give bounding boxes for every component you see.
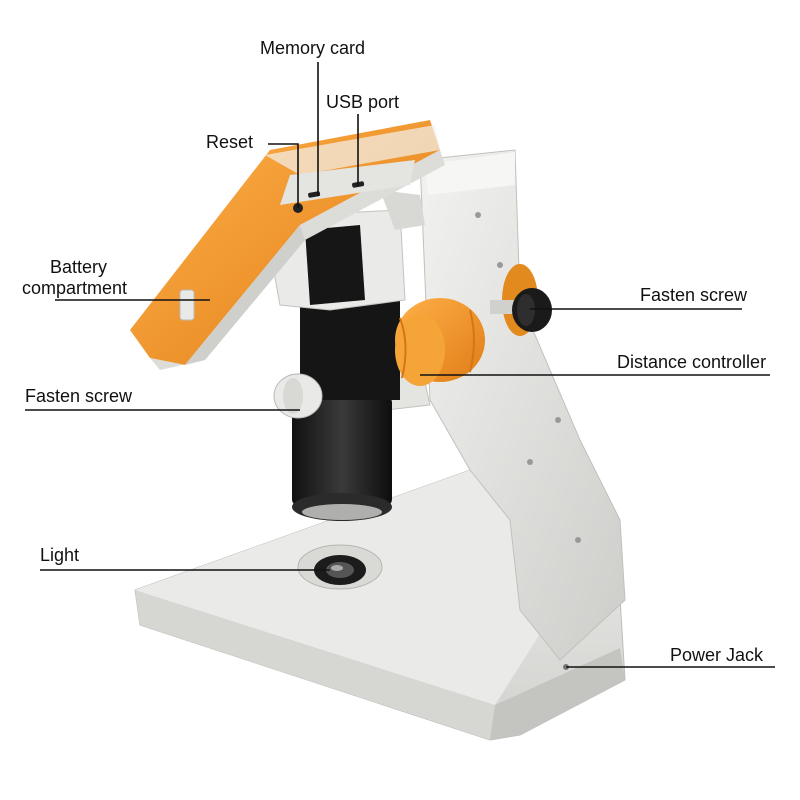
lens-tube [292,300,400,521]
label-usb-port: USB port [326,92,400,112]
label-power-jack: Power Jack [670,645,764,665]
right-fasten-screw [490,288,552,332]
label-light: Light [40,545,80,565]
light-led [297,544,383,590]
label-battery-line1: Battery [50,257,108,277]
label-distance-controller: Distance controller [617,352,767,372]
label-battery-line2: compartment [22,278,128,298]
label-fasten-screw-left: Fasten screw [25,386,133,406]
label-memory-card: Memory card [260,38,366,58]
label-fasten-screw-right: Fasten screw [640,285,748,305]
lcd-screen [130,120,445,370]
label-reset: Reset [206,132,254,152]
leader-lines [25,62,775,668]
base [134,469,626,741]
left-fasten-screw-knob [273,373,323,419]
